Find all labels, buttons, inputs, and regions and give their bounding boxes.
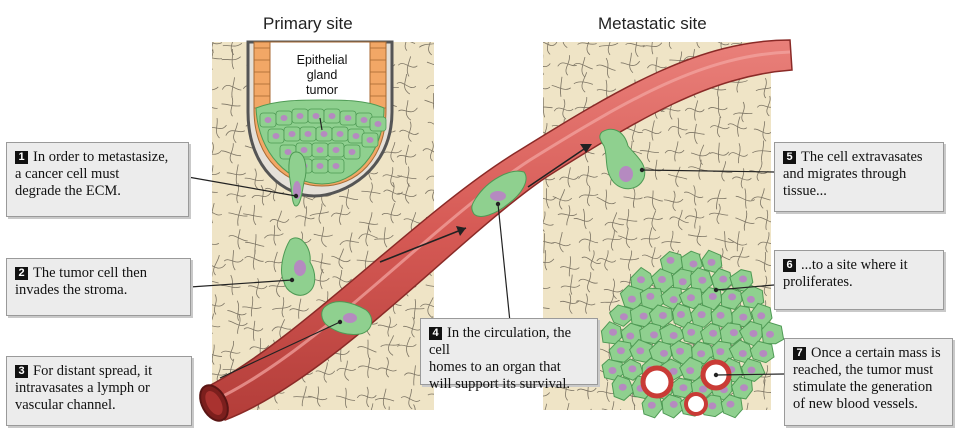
primary-site-title: Primary site: [263, 14, 353, 34]
step-6-callout: 6...to a site where it proliferates.: [774, 250, 944, 310]
step-2-number: 2: [15, 267, 28, 280]
step-7-number: 7: [793, 347, 806, 360]
step-3-number: 3: [15, 365, 28, 378]
step-6-number: 6: [783, 259, 796, 272]
step-5-number: 5: [783, 151, 796, 164]
gland-label: Epithelial gland tumor: [292, 53, 352, 98]
step-4-number: 4: [429, 327, 442, 340]
metastatic-site-title: Metastatic site: [598, 14, 707, 34]
step-1-number: 1: [15, 151, 28, 164]
